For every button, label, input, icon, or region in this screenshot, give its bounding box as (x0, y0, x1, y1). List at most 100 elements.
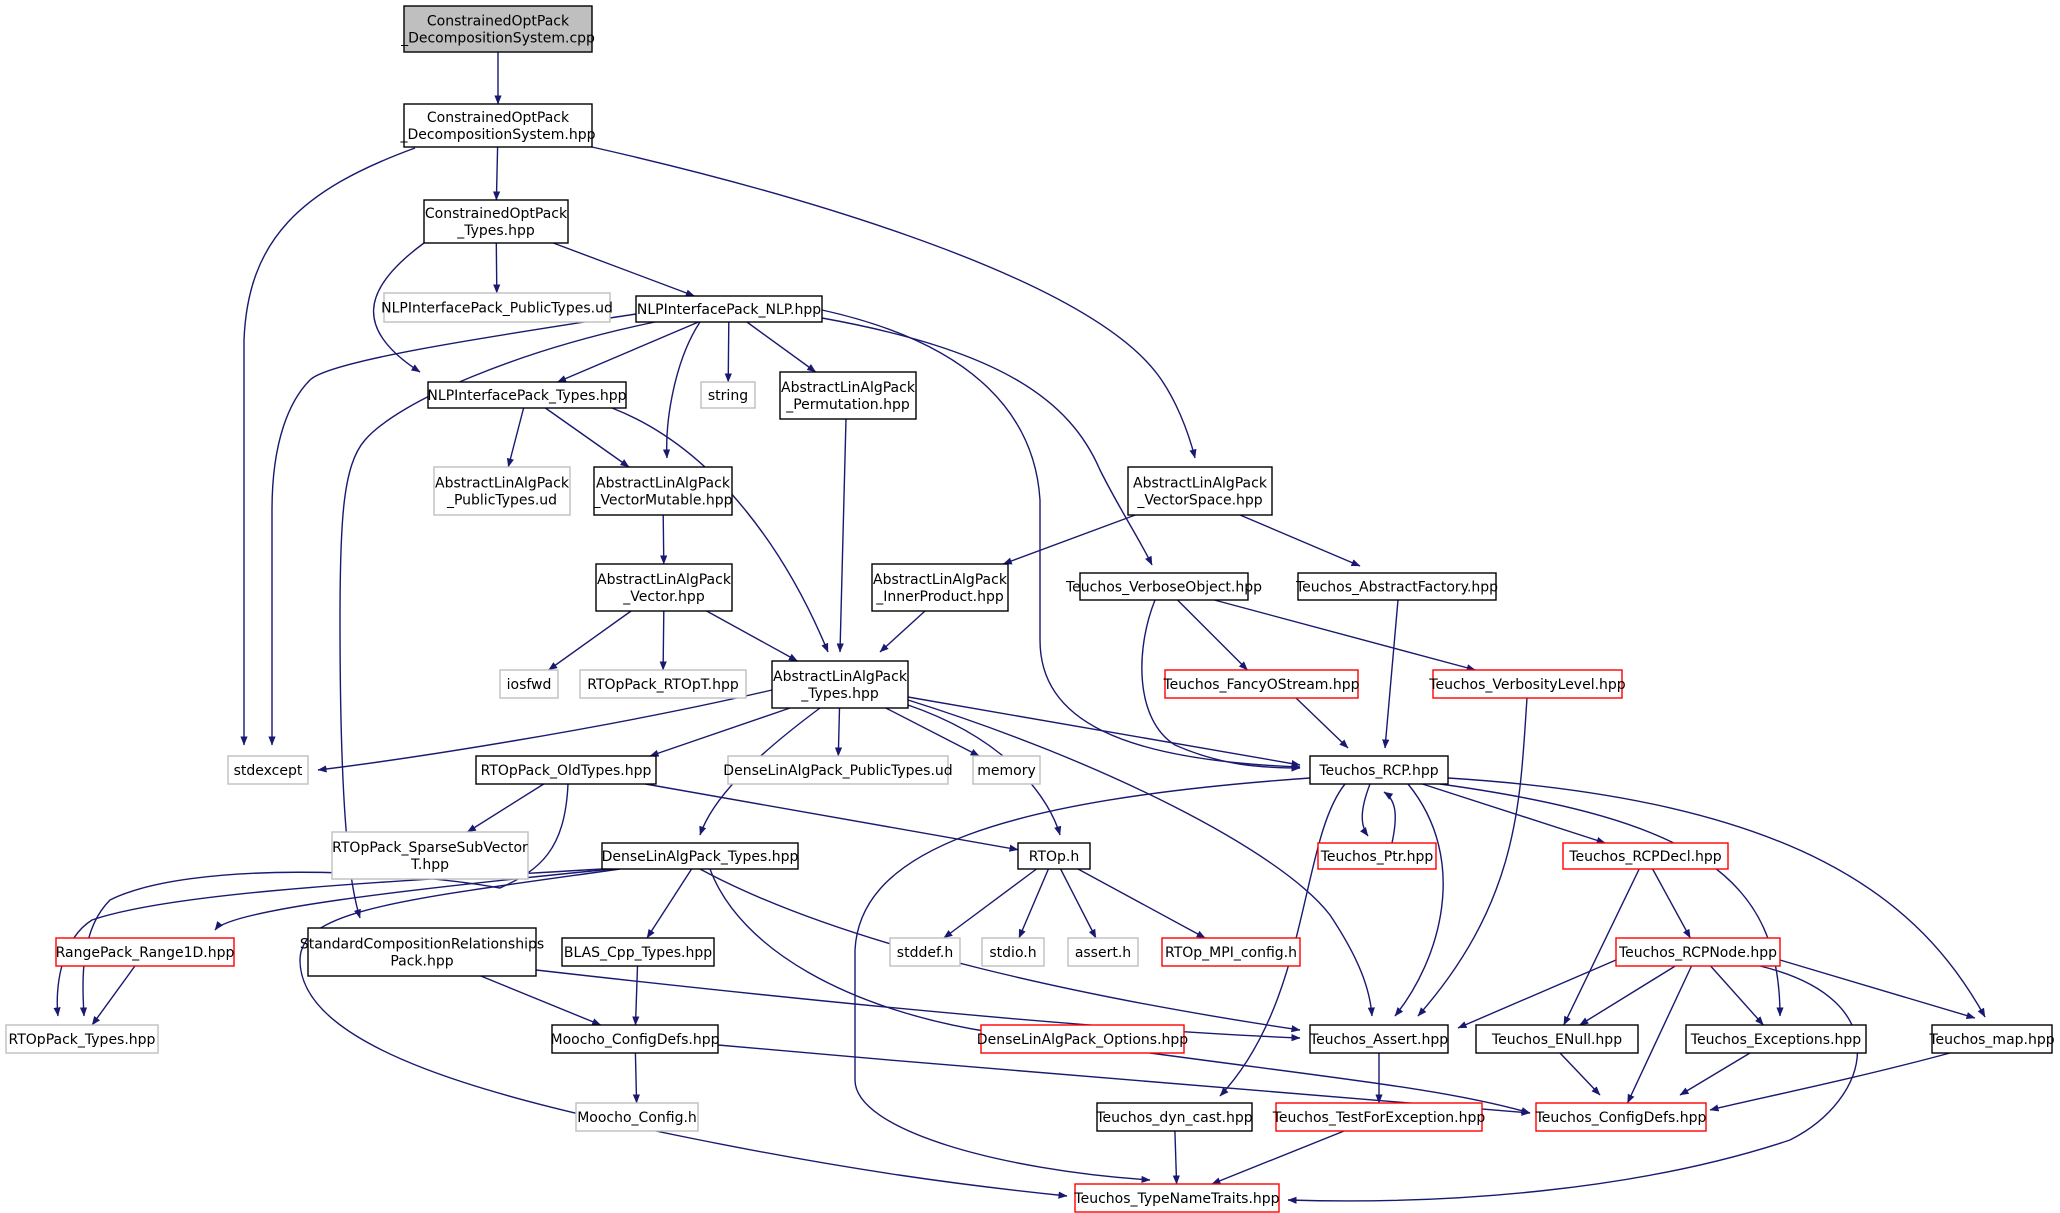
graph-node-n1[interactable]: ConstrainedOptPack_DecompositionSystem.h… (399, 103, 596, 148)
graph-node-n47[interactable]: Teuchos_TestForException.hpp (1272, 1102, 1486, 1132)
graph-node-n39[interactable]: Moocho_ConfigDefs.hpp (551, 1024, 720, 1054)
edge-n4-n9 (662, 321, 701, 459)
graph-node-n48[interactable]: Teuchos_ConfigDefs.hpp (1535, 1102, 1707, 1132)
edge-n5-n17 (611, 407, 829, 653)
graph-node-n26[interactable]: DenseLinAlgPack_Types.hpp (601, 842, 799, 870)
edge-n17-n41 (907, 699, 1375, 1017)
graph-node-n32[interactable]: BLAS_Cpp_Types.hpp (561, 937, 715, 967)
node-label: NLPInterfacePack_PublicTypes.ud (381, 301, 613, 317)
graph-node-n44[interactable]: Teuchos_map.hpp (1928, 1024, 2055, 1054)
node-label: RTOpPack_Types.hpp (9, 1032, 156, 1048)
graph-node-n17[interactable]: AbstractLinAlgPack_Types.hpp (771, 660, 909, 709)
graph-node-n36[interactable]: RTOp_MPI_config.h (1161, 937, 1301, 967)
graph-node-n29[interactable]: Teuchos_RCPDecl.hpp (1562, 842, 1729, 870)
graph-node-n9[interactable]: AbstractLinAlgPack_VectorMutable.hpp (592, 466, 733, 516)
graph-node-n14[interactable]: Teuchos_AbstractFactory.hpp (1295, 572, 1498, 601)
graph-node-n12[interactable]: AbstractLinAlgPack_InnerProduct.hpp (871, 563, 1009, 612)
node-box (1309, 755, 1449, 785)
graph-node-n19[interactable]: Teuchos_VerbosityLevel.hpp (1428, 669, 1626, 699)
node-box (1562, 842, 1729, 870)
node-box (383, 292, 611, 323)
edge-n1-n20 (240, 147, 416, 746)
edge-n5-n8 (506, 407, 525, 468)
graph-node-n21[interactable]: RTOpPack_OldTypes.hpp (475, 755, 657, 785)
node-box (1432, 669, 1623, 699)
edge-n5-n9 (544, 407, 630, 468)
edge-n37-n48 (1626, 965, 1693, 1104)
graph-node-n40[interactable]: DenseLinAlgPack_Options.hpp (977, 1024, 1189, 1054)
node-box (779, 371, 917, 420)
edge-n4-n24 (821, 309, 1301, 771)
edge-n31-n39 (480, 975, 602, 1026)
graph-node-n27[interactable]: RTOp.h (1017, 842, 1091, 870)
graph-node-n5[interactable]: NLPInterfacePack_Types.hpp (427, 381, 627, 409)
node-label: Teuchos_RCP.hpp (1318, 763, 1438, 779)
node-box (595, 563, 733, 612)
graph-node-n43[interactable]: Teuchos_Exceptions.hpp (1685, 1024, 1867, 1054)
graph-node-n10[interactable]: AbstractLinAlgPack_VectorSpace.hpp (1127, 466, 1273, 516)
edge-n13-n19 (1214, 599, 1476, 672)
graph-node-n42[interactable]: Teuchos_ENull.hpp (1475, 1024, 1639, 1054)
graph-node-n18[interactable]: Teuchos_FancyOStream.hpp (1162, 669, 1360, 699)
node-label: Teuchos_Ptr.hpp (1320, 849, 1434, 865)
edge-n39-n45 (632, 1052, 640, 1104)
node-box (433, 466, 571, 516)
node-box (1615, 937, 1781, 967)
graph-node-n49[interactable]: Teuchos_TypeNameTraits.hpp (1073, 1183, 1280, 1213)
graph-node-n13[interactable]: Teuchos_VerboseObject.hpp (1065, 572, 1262, 601)
edge-n44-n48 (1709, 1052, 1951, 1112)
node-label: AbstractLinAlgPack (1133, 476, 1268, 492)
node-label: AbstractLinAlgPack (597, 572, 732, 588)
graph-node-n4[interactable]: NLPInterfacePack_NLP.hpp (635, 295, 823, 323)
node-box (1685, 1024, 1867, 1054)
graph-node-n0[interactable]: ConstrainedOptPack_DecompositionSystem.c… (400, 5, 595, 53)
graph-node-n16: RTOpPack_RTOpT.hpp (579, 669, 747, 699)
edge-n11-n17 (706, 610, 798, 662)
graph-node-n28[interactable]: Teuchos_Ptr.hpp (1317, 842, 1437, 870)
edge-n32-n39 (632, 965, 640, 1026)
graph-node-n35: assert.h (1067, 937, 1139, 967)
node-label: Teuchos_Exceptions.hpp (1690, 1032, 1861, 1048)
edge-n4-n13 (821, 317, 1153, 566)
graph-node-n37[interactable]: Teuchos_RCPNode.hpp (1615, 937, 1781, 967)
edge-n26-n49 (299, 868, 1068, 1199)
node-box (331, 831, 529, 880)
graph-node-n20: stdexcept (227, 755, 309, 785)
node-label: Teuchos_RCPDecl.hpp (1568, 849, 1722, 865)
graph-node-n7[interactable]: AbstractLinAlgPack_Permutation.hpp (779, 371, 917, 420)
node-label: Teuchos_ConfigDefs.hpp (1535, 1110, 1707, 1126)
node-label: T.hpp (410, 857, 449, 873)
node-box (981, 937, 1045, 967)
edge-n40-n48 (1149, 1052, 1531, 1115)
edge-n29-n42 (1563, 868, 1640, 1026)
edge-n10-n12 (1002, 514, 1136, 565)
graph-node-n46[interactable]: Teuchos_dyn_cast.hpp (1095, 1102, 1253, 1132)
graph-node-n41[interactable]: Teuchos_Assert.hpp (1309, 1024, 1449, 1054)
edge-n37-n44 (1779, 959, 1976, 1020)
graph-node-n2[interactable]: ConstrainedOptPack_Types.hpp (423, 199, 569, 244)
edge-n2-n3 (493, 242, 501, 294)
node-box (499, 669, 559, 699)
node-label: _Types.hpp (800, 686, 879, 702)
node-label: ConstrainedOptPack (427, 14, 570, 30)
node-box (1067, 937, 1139, 967)
graph-node-n30[interactable]: RangePack_Range1D.hpp (55, 937, 235, 967)
edge-n26-n41 (699, 868, 1301, 1033)
node-box (601, 842, 799, 870)
node-label: string (708, 388, 748, 404)
edge-n21-n27 (645, 783, 1019, 852)
node-label: _Vector.hpp (622, 589, 705, 605)
edge-n11-n16 (659, 610, 667, 671)
node-label: stddef.h (897, 945, 953, 961)
node-box (575, 1102, 699, 1132)
edge-n10-n14 (1239, 514, 1361, 567)
graph-node-n24[interactable]: Teuchos_RCP.hpp (1309, 755, 1449, 785)
node-box (1127, 466, 1273, 516)
node-box (1297, 572, 1497, 601)
graph-node-n11[interactable]: AbstractLinAlgPack_Vector.hpp (595, 563, 733, 612)
node-label: Moocho_Config.h (577, 1110, 697, 1126)
edge-n26-n30 (214, 868, 613, 931)
